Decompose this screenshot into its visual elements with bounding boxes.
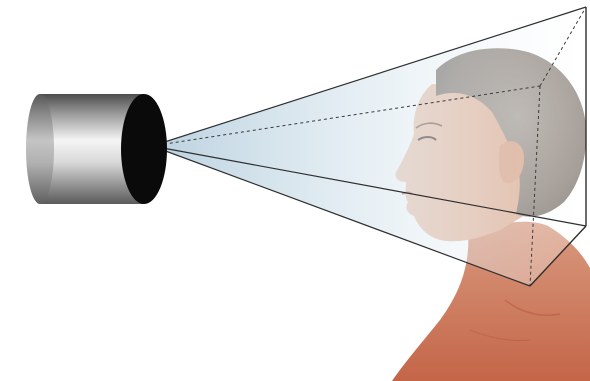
- camera: [26, 94, 167, 204]
- camera-back: [26, 94, 54, 204]
- field-of-view: [152, 7, 586, 286]
- camera-lens: [121, 94, 167, 204]
